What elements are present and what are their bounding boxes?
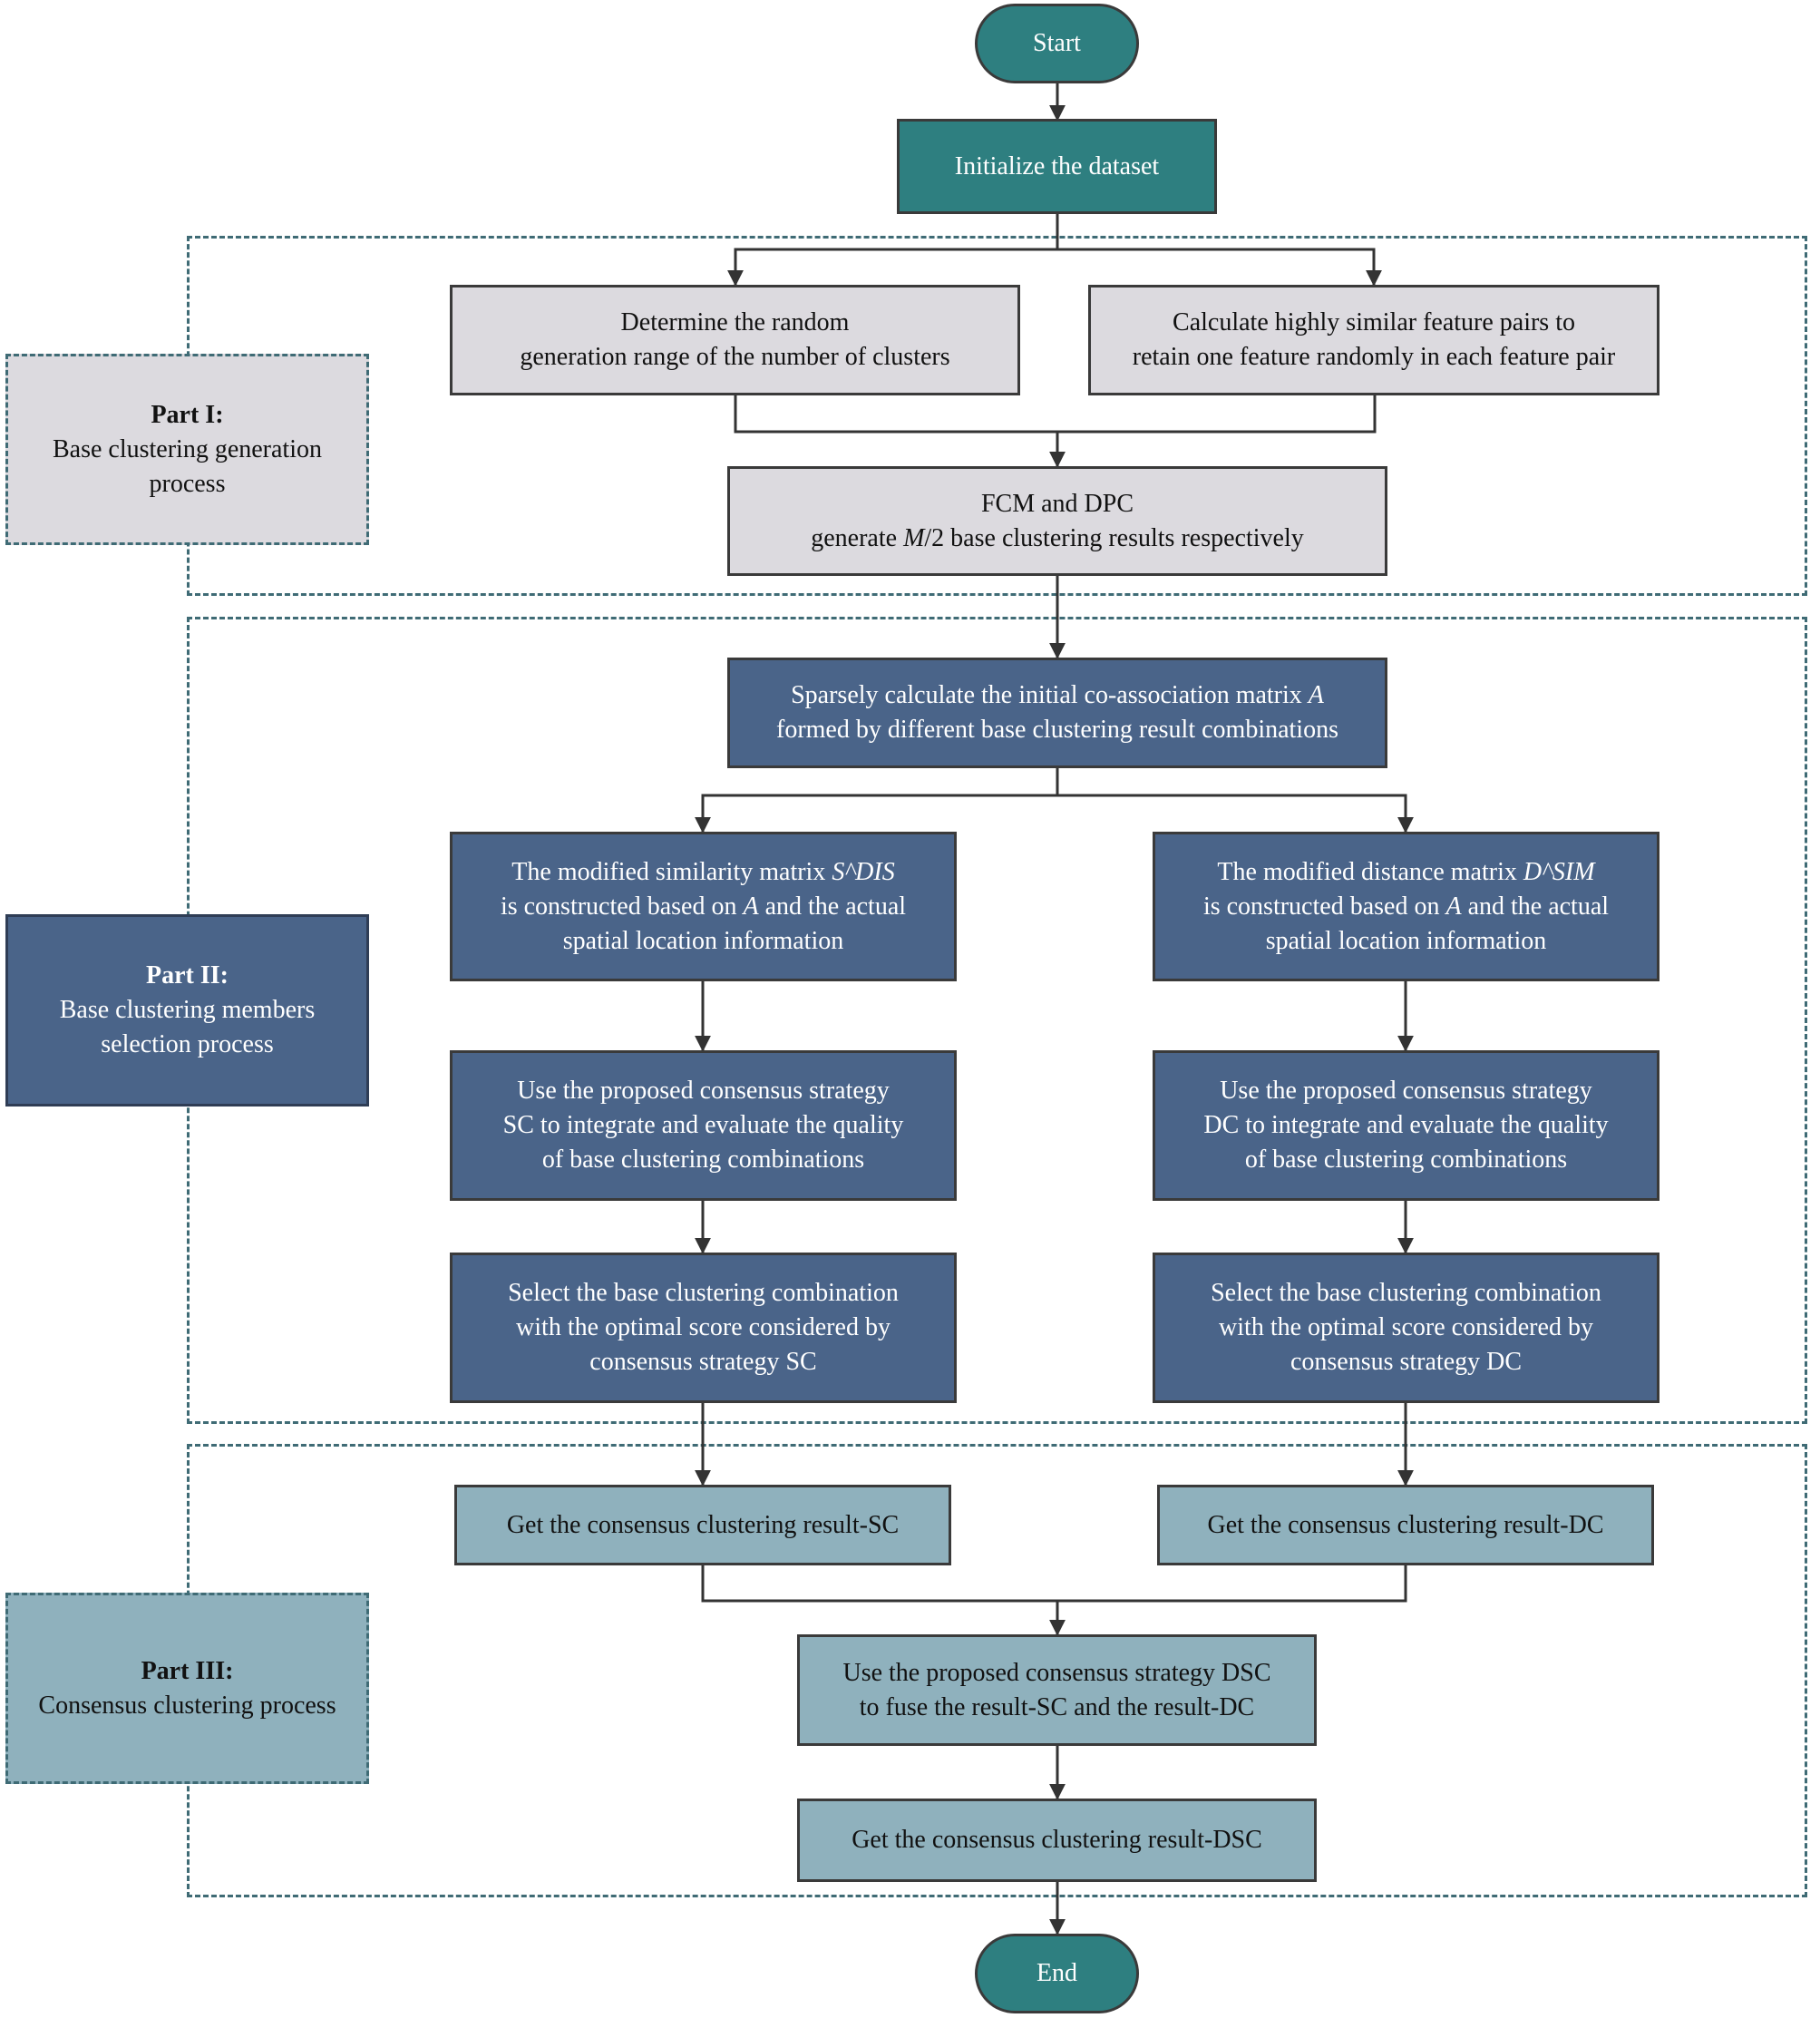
arrow-range-to-fcm — [734, 395, 1377, 434]
distance-matrix-line2-post: and the actual — [1461, 892, 1610, 921]
dc-select-line2: with the optimal score considered by — [1219, 1313, 1593, 1341]
initialize-step: Initialize the dataset — [897, 119, 1217, 214]
similarity-matrix-line1-var: S^DIS — [832, 857, 895, 886]
sc-select-line1: Select the base clustering combination — [508, 1279, 899, 1307]
distance-matrix-line3: spatial location information — [1265, 926, 1547, 955]
arrow-init-split — [727, 214, 1059, 287]
distance-matrix-line2-var: A — [1445, 892, 1462, 921]
sc-select-line3: consensus strategy SC — [589, 1348, 817, 1376]
dsc-strategy-line2: to fuse the result-SC and the result-DC — [859, 1692, 1255, 1721]
cluster-range-step: Determine the random generation range of… — [450, 285, 1020, 395]
sc-strategy-line1: Use the proposed consensus strategy — [517, 1077, 890, 1105]
result-dc-step: Get the consensus clustering result-DC — [1157, 1485, 1654, 1565]
distance-matrix-line2: is constructed based on A and the actual — [1203, 890, 1609, 924]
dc-select-line3: consensus strategy DC — [1290, 1348, 1523, 1376]
end-label: End — [1036, 1959, 1078, 1987]
dc-select-line1: Select the base clustering combination — [1211, 1279, 1601, 1307]
part1-line1: Base clustering generation — [52, 434, 322, 463]
similarity-matrix-line1: The modified similarity matrix S^DIS — [511, 855, 894, 890]
distance-matrix-line1: The modified distance matrix D^SIM — [1217, 855, 1594, 890]
fcm-dpc-step: FCM and DPC generate M/2 base clustering… — [727, 466, 1387, 576]
similarity-matrix-line2: is constructed based on A and the actual — [501, 890, 906, 924]
part2-label: Part II: Base clustering members selecti… — [5, 914, 369, 1106]
co-association-line1-pre: Sparsely calculate the initial co-associ… — [791, 681, 1309, 709]
feature-pairs-line1: Calculate highly similar feature pairs t… — [1173, 308, 1575, 336]
part3-label: Part III: Consensus clustering process — [5, 1593, 369, 1784]
similarity-matrix-line2-var: A — [743, 892, 759, 921]
feature-pairs-line2: retain one feature randomly in each feat… — [1132, 343, 1616, 371]
dc-strategy-line2: DC to integrate and evaluate the quality — [1203, 1111, 1609, 1139]
dsc-strategy-step: Use the proposed consensus strategy DSC … — [797, 1634, 1317, 1746]
dc-select-step: Select the base clustering combination w… — [1153, 1253, 1659, 1403]
fcm-dpc-line2-pre: generate — [811, 523, 904, 552]
arrow-results-merge — [701, 1565, 1407, 1603]
sc-select-step: Select the base clustering combination w… — [450, 1253, 957, 1403]
result-sc-label: Get the consensus clustering result-SC — [506, 1510, 900, 1539]
part2-title: Part II: — [146, 961, 229, 990]
end-terminal: End — [975, 1934, 1139, 2013]
feature-pairs-step: Calculate highly similar feature pairs t… — [1088, 285, 1659, 395]
result-sc-step: Get the consensus clustering result-SC — [454, 1485, 951, 1565]
distance-matrix-line1-var: D^SIM — [1523, 857, 1595, 886]
fcm-dpc-line2-post: /2 base clustering results respectively — [924, 523, 1304, 552]
distance-matrix-step: The modified distance matrix D^SIM is co… — [1153, 832, 1659, 981]
start-label: Start — [1033, 29, 1081, 57]
part2-line1: Base clustering members — [59, 996, 316, 1024]
co-association-step: Sparsely calculate the initial co-associ… — [727, 658, 1387, 768]
arrow-sparse-split-right — [1057, 794, 1414, 834]
similarity-matrix-line2-pre: is constructed based on — [500, 892, 744, 921]
cluster-range-line2: generation range of the number of cluste… — [520, 343, 950, 371]
distance-matrix-line1-pre: The modified distance matrix — [1217, 857, 1523, 886]
co-association-line2: formed by different base clustering resu… — [776, 716, 1338, 744]
similarity-matrix-line2-post: and the actual — [758, 892, 907, 921]
result-dsc-label: Get the consensus clustering result-DSC — [852, 1826, 1262, 1854]
cluster-range-line1: Determine the random — [620, 308, 850, 336]
dc-strategy-step: Use the proposed consensus strategy DC t… — [1153, 1050, 1659, 1201]
part1-title: Part I: — [151, 400, 224, 429]
dsc-strategy-line1: Use the proposed consensus strategy DSC — [842, 1658, 1271, 1687]
fcm-dpc-line2-var: M — [903, 523, 925, 552]
result-dsc-step: Get the consensus clustering result-DSC — [797, 1799, 1317, 1882]
fcm-dpc-line2: generate M/2 base clustering results res… — [811, 522, 1303, 556]
arrow-sparse-split — [695, 768, 1059, 834]
part1-label: Part I: Base clustering generation proce… — [5, 354, 369, 545]
arrow-init-split-right — [1057, 248, 1382, 287]
co-association-line1-var: A — [1308, 681, 1324, 709]
similarity-matrix-line3: spatial location information — [562, 926, 844, 955]
sc-strategy-line3: of base clustering combinations — [541, 1145, 865, 1174]
co-association-line1: Sparsely calculate the initial co-associ… — [791, 678, 1324, 713]
similarity-matrix-line1-pre: The modified similarity matrix — [511, 857, 832, 886]
sc-select-line2: with the optimal score considered by — [516, 1313, 891, 1341]
sc-strategy-step: Use the proposed consensus strategy SC t… — [450, 1050, 957, 1201]
part1-line2: process — [149, 469, 226, 498]
part3-title: Part III: — [141, 1656, 234, 1685]
part2-line2: selection process — [101, 1030, 274, 1058]
initialize-label: Initialize the dataset — [954, 151, 1160, 180]
dc-strategy-line1: Use the proposed consensus strategy — [1220, 1077, 1592, 1105]
fcm-dpc-line1: FCM and DPC — [980, 489, 1134, 518]
similarity-matrix-step: The modified similarity matrix S^DIS is … — [450, 832, 957, 981]
dc-strategy-line3: of base clustering combinations — [1244, 1145, 1568, 1174]
start-terminal: Start — [975, 4, 1139, 83]
part3-line1: Consensus clustering process — [38, 1691, 336, 1720]
result-dc-label: Get the consensus clustering result-DC — [1207, 1510, 1604, 1539]
distance-matrix-line2-pre: is constructed based on — [1202, 892, 1446, 921]
sc-strategy-line2: SC to integrate and evaluate the quality — [502, 1111, 904, 1139]
